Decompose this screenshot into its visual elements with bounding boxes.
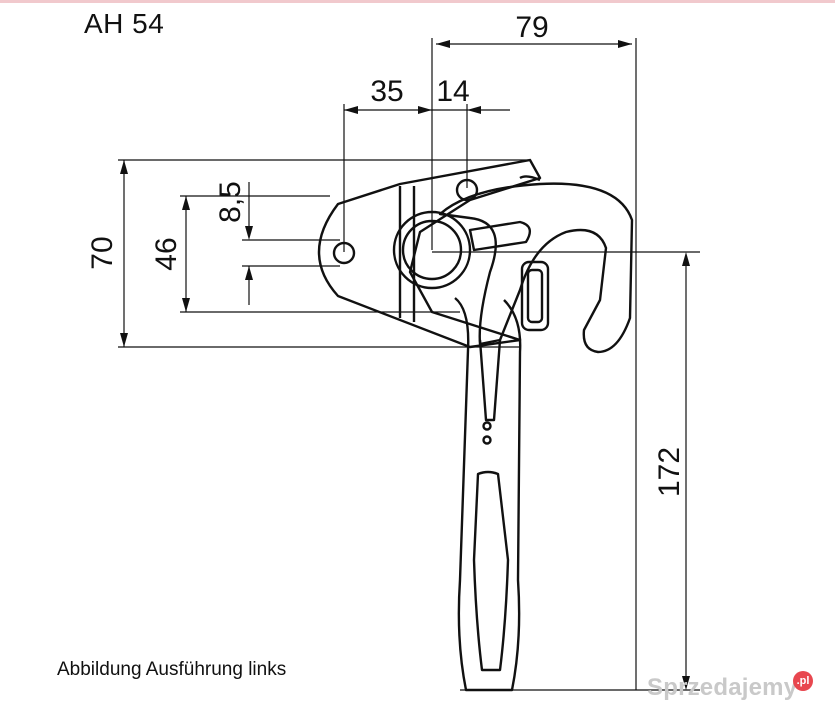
dim-label-79: 79 (515, 11, 548, 44)
dim-label-8-5: 8,5 (214, 181, 247, 223)
dim-label-46: 46 (150, 237, 183, 270)
dimension-lines (118, 38, 700, 691)
watermark-text: Sprzedajemy (647, 674, 798, 701)
dim-label-70: 70 (86, 236, 119, 269)
watermark-badge: .pl (793, 671, 813, 691)
figure-caption: Abbildung Ausführung links (57, 659, 287, 680)
model-title: AH 54 (84, 8, 165, 39)
dimension-arrowheads (120, 40, 690, 690)
dim-label-14: 14 (436, 75, 469, 108)
dim-label-172: 172 (653, 447, 686, 497)
dim-label-35: 35 (370, 75, 403, 108)
latch-outline (317, 158, 634, 692)
top-accent-rule (0, 0, 835, 3)
